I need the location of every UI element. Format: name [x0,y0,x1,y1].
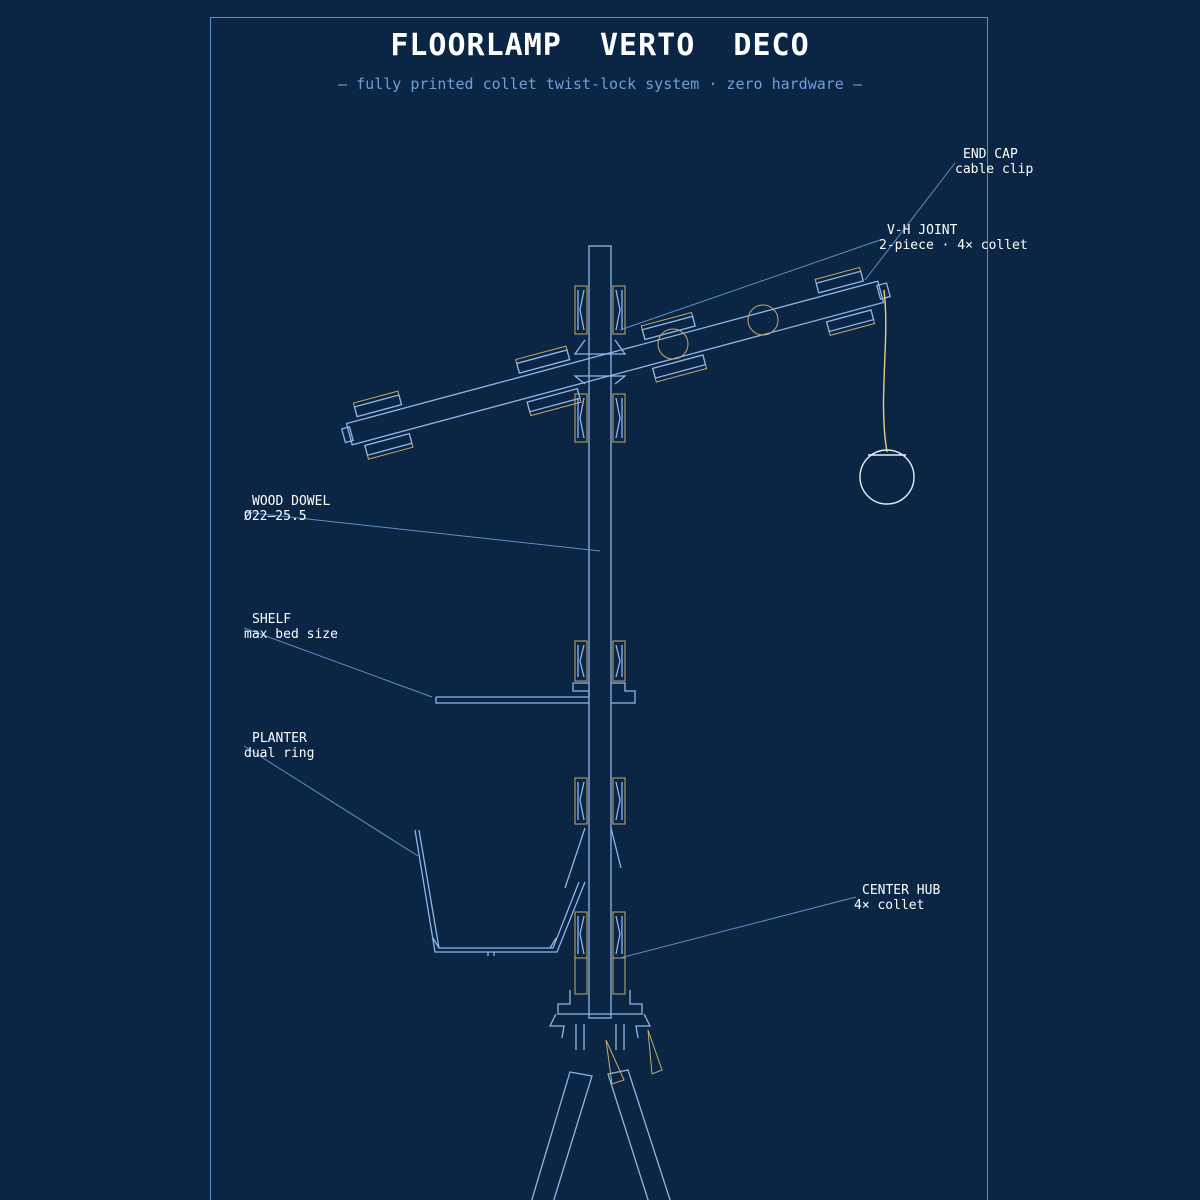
callout-center-hub: CENTER HUB 4× collet [854,883,940,913]
leader-shelf [243,627,433,698]
callout-wood-dowel: WOOD DOWEL Ø22–25.5 [244,494,330,524]
center-hub-detail: 4× collet [854,898,924,913]
shelf-detail: max bed size [244,627,338,642]
vh-joint-detail: 2-piece · 4× collet [879,238,1028,253]
planter-detail: dual ring [244,746,314,761]
vh-joint-name: V-H JOINT [887,223,958,238]
page-subtitle: — fully printed collet twist-lock system… [338,75,862,93]
pendant-cable [882,289,888,453]
bulb [859,449,915,505]
leader-end-cap [864,162,956,281]
callout-vh-joint: V-H JOINT 2-piece · 4× collet [879,223,1028,253]
vertical-dowel [588,245,612,1019]
planter-part [414,777,626,956]
vh-joint-collets [573,285,627,443]
wood-dowel-detail: Ø22–25.5 [244,509,307,524]
end-cap-name: END CAP [963,147,1018,162]
callout-shelf: SHELF max bed size [244,612,338,642]
callout-planter: PLANTER dual ring [244,731,314,761]
shelf-name: SHELF [252,612,291,627]
horizontal-arm [340,266,891,460]
shelf-part [435,640,636,704]
leader-center-hub [619,896,857,959]
leader-vh-joint [619,239,881,331]
cable-ring-2 [747,304,779,336]
wood-dowel-name: WOOD DOWEL [252,494,330,509]
cable-ring-1 [657,328,689,360]
center-hub-name: CENTER HUB [862,883,940,898]
leader-wood-dowel [243,511,601,552]
center-hub-part [548,911,652,1050]
leader-planter [243,745,419,857]
callout-end-cap: END CAP cable clip [955,147,1033,177]
end-cap-detail: cable clip [955,162,1033,177]
tripod-legs [531,1029,671,1200]
page-title: FLOORLAMP VERTO DECO [390,28,810,63]
drawing-frame [210,17,988,1200]
planter-name: PLANTER [252,731,307,746]
